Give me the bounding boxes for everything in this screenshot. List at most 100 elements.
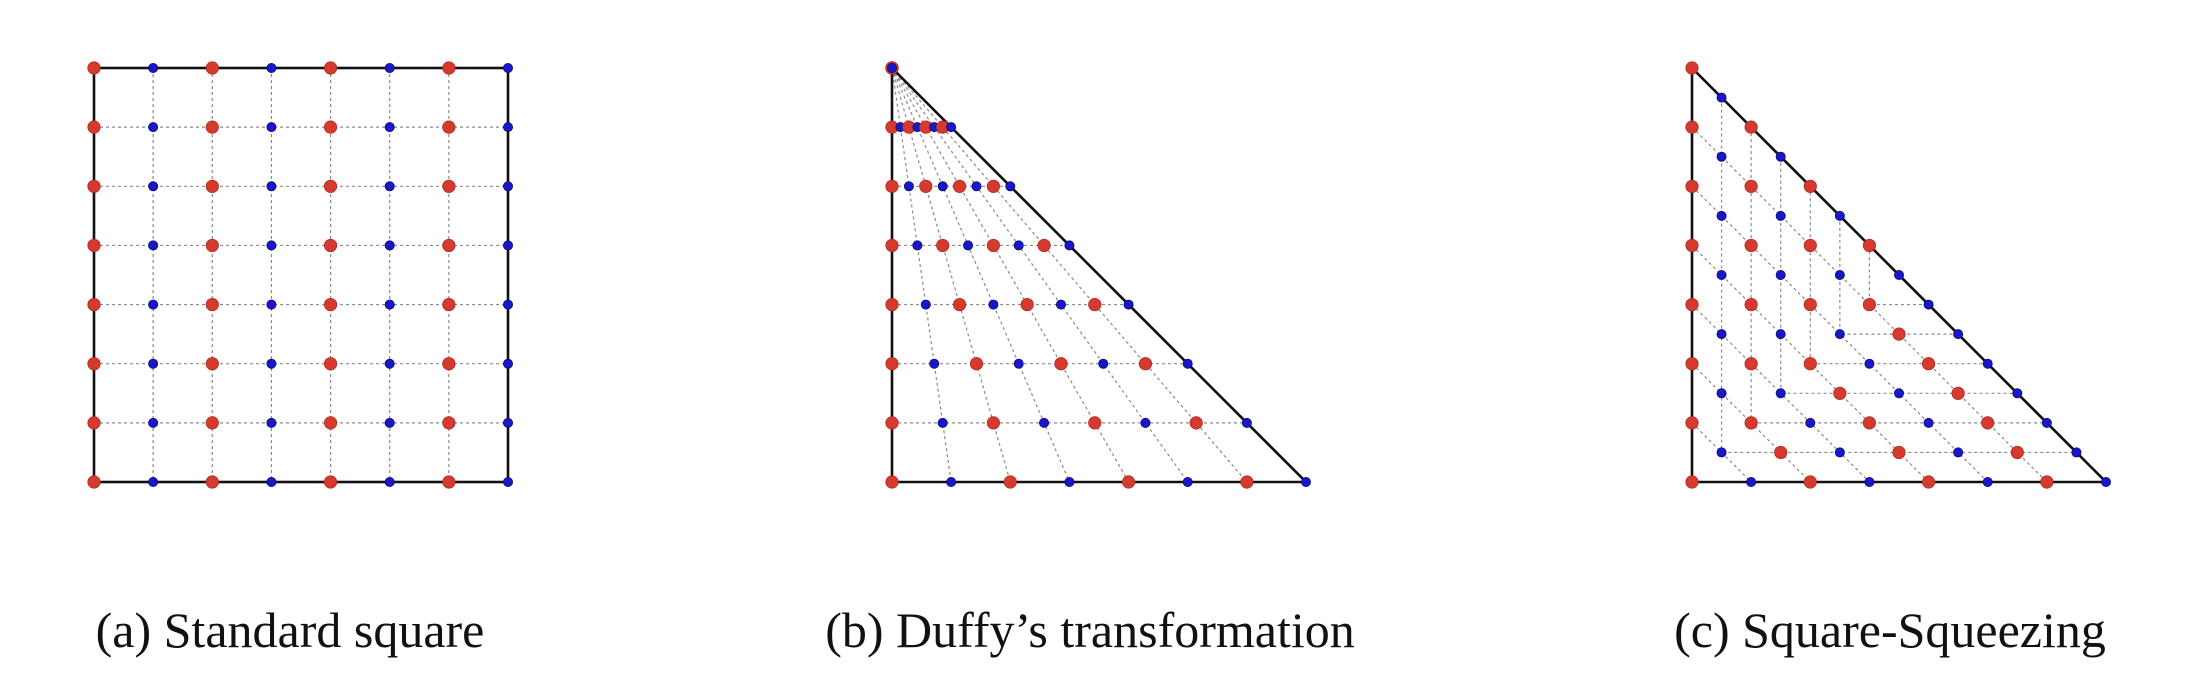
quadrature-point-red <box>885 297 899 312</box>
quadrature-point-red <box>442 179 456 193</box>
quadrature-point-red <box>986 238 1000 253</box>
quadrature-point-blue <box>1746 476 1757 487</box>
quadrature-point-blue <box>502 63 513 74</box>
quadrature-point-red <box>205 357 219 371</box>
quadrature-point-red <box>1054 357 1068 371</box>
quadrature-point-blue <box>1834 329 1845 340</box>
quadrature-point-blue <box>384 417 395 428</box>
quadrature-point-red <box>1037 238 1051 253</box>
quadrature-point-blue <box>1716 92 1727 103</box>
quadrature-point-red <box>1744 238 1758 253</box>
quadrature-point-red <box>323 297 338 312</box>
quadrature-point-red <box>1685 297 1699 312</box>
grid-line-column <box>1750 127 1811 483</box>
quadrature-point-blue <box>384 299 395 310</box>
quadrature-point-red <box>885 475 899 489</box>
quadrature-point-red <box>205 238 219 253</box>
quadrature-point-blue <box>1013 240 1024 251</box>
quadrature-point-blue <box>1123 299 1134 310</box>
quadrature-point-blue <box>1098 358 1109 369</box>
grid-line-row <box>1691 363 2047 424</box>
quadrature-point-blue <box>502 240 513 251</box>
quadrature-point-red <box>87 61 101 75</box>
quadrature-point-blue <box>1982 476 1993 487</box>
quadrature-point-red <box>1744 179 1758 193</box>
quadrature-point-blue <box>1716 151 1727 162</box>
quadrature-point-red <box>1240 475 1254 489</box>
quadrature-point-red <box>936 238 950 253</box>
quadrature-point-blue <box>1953 447 1964 458</box>
quadrature-point-red <box>323 238 338 253</box>
quadrature-point-blue <box>920 299 931 310</box>
quadrature-point-red <box>1138 357 1153 371</box>
quadrature-point-red <box>205 120 219 134</box>
quadrature-point-blue <box>1775 269 1786 280</box>
quadrature-point-red <box>1774 445 1788 460</box>
quadrature-point-red <box>1685 120 1699 134</box>
quadrature-point-red <box>205 297 219 312</box>
quadrature-point-red <box>87 179 101 193</box>
quadrature-point-red <box>1685 238 1699 253</box>
quadrature-point-red <box>1685 61 1699 75</box>
quadrature-point-red <box>87 238 101 253</box>
quadrature-point-red <box>87 475 101 489</box>
quadrature-point-red <box>885 238 899 253</box>
quadrature-point-red <box>442 297 456 312</box>
quadrature-point-red <box>1981 416 1995 430</box>
quadrature-point-blue <box>1834 210 1845 221</box>
grid-line-column <box>1868 245 2048 483</box>
quadrature-point-red <box>1803 357 1817 371</box>
quadrature-point-blue <box>1716 269 1727 280</box>
quadrature-point-red <box>885 179 899 193</box>
quadrature-point-blue <box>929 358 940 369</box>
grid-line-row <box>1691 304 2018 394</box>
quadrature-point-red <box>87 120 101 134</box>
grid-line-column <box>1839 215 1989 483</box>
quadrature-point-blue <box>502 181 513 192</box>
quadrature-point-red <box>442 416 456 430</box>
quadrature-point-red <box>1892 327 1906 341</box>
caption-standard-square: (a) Standard square <box>95 602 485 658</box>
quadrature-point-blue <box>148 181 159 192</box>
quadrature-point-red <box>2040 475 2054 489</box>
quadrature-point-red <box>1685 357 1699 371</box>
quadrature-point-blue <box>1982 358 1993 369</box>
quadrature-point-blue <box>1064 476 1075 487</box>
quadrature-point-blue <box>1716 210 1727 221</box>
grid-line-row <box>1691 185 1959 335</box>
quadrature-point-blue <box>1953 329 1964 340</box>
quadrature-point-blue <box>1775 329 1786 340</box>
quadrature-point-red <box>87 357 101 371</box>
quadrature-point-red <box>986 416 1000 430</box>
quadrature-point-blue <box>963 240 974 251</box>
quadrature-point-red <box>87 297 101 312</box>
quadrature-point-red <box>1803 238 1817 253</box>
quadrature-point-red <box>1803 475 1817 489</box>
quadrature-point-red <box>1803 297 1817 312</box>
quadrature-point-red <box>442 238 456 253</box>
quadrature-point-blue <box>148 417 159 428</box>
quadrature-point-blue <box>1775 210 1786 221</box>
quadrature-point-red <box>205 416 219 430</box>
grid-line-column <box>891 67 952 483</box>
quadrature-point-red <box>1803 179 1817 193</box>
quadrature-point-red <box>1892 445 1906 460</box>
quadrature-point-blue <box>988 299 999 310</box>
quadrature-point-red <box>919 179 933 193</box>
quadrature-point-red <box>1685 416 1699 430</box>
caption-square-squeezing: (c) Square-Squeezing <box>1674 602 2106 658</box>
grid-line-column <box>891 67 1130 483</box>
quadrature-point-red <box>442 120 456 134</box>
quadrature-point-red <box>205 179 219 193</box>
quadrature-point-red <box>323 179 338 193</box>
quadrature-point-blue <box>1716 329 1727 340</box>
quadrature-point-blue <box>1005 181 1016 192</box>
quadrature-point-blue <box>266 476 277 487</box>
grid-line-row <box>1691 126 1929 306</box>
quadrature-point-red <box>442 61 456 75</box>
domain-border <box>890 64 1310 484</box>
quadrature-point-blue <box>2041 417 2052 428</box>
quadrature-point-blue <box>2071 447 2082 458</box>
quadrature-point-blue <box>1805 417 1816 428</box>
